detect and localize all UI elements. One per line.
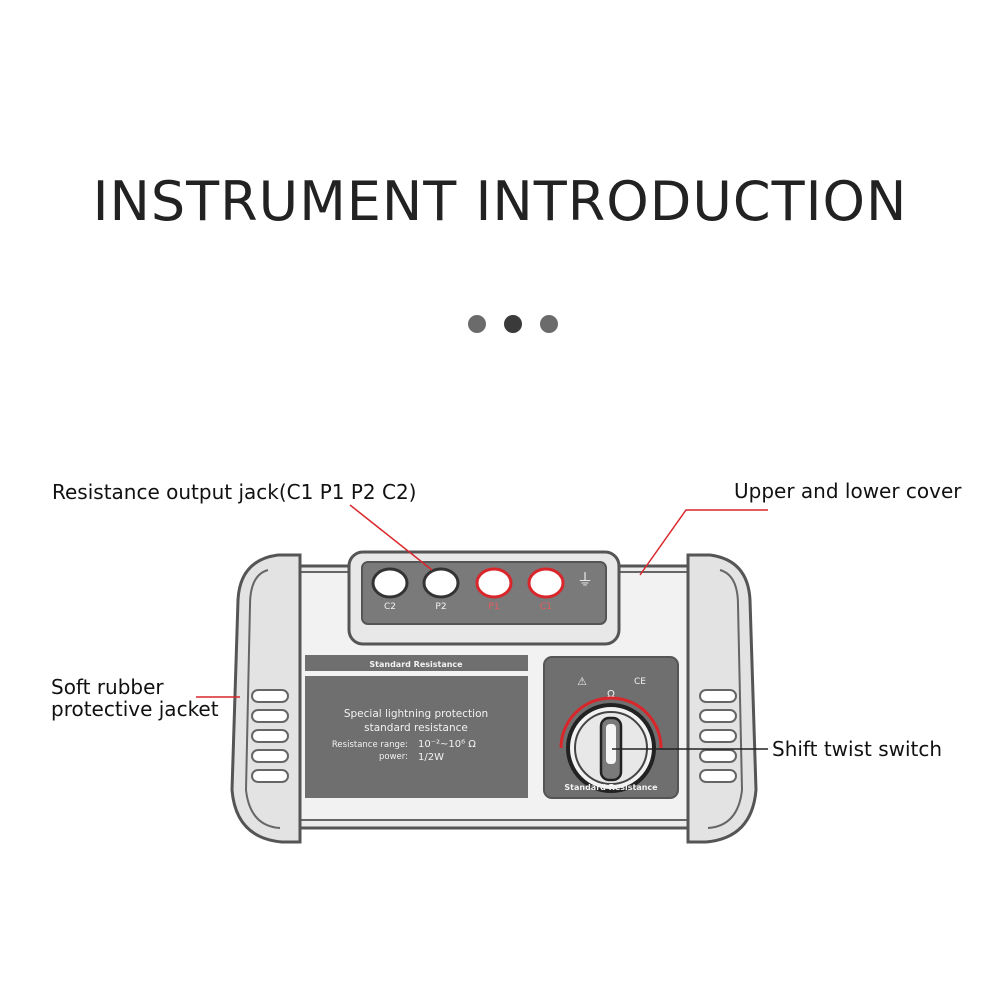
label-bar: [305, 655, 528, 671]
warning-icon: ⚠: [577, 675, 587, 688]
callout-cover: Upper and lower cover: [734, 479, 962, 503]
dial-label: Standard Resistance: [564, 783, 658, 792]
power-value: 1/2W: [418, 752, 444, 763]
dot-2[interactable]: [504, 315, 522, 333]
jack-label-p2: P2: [435, 602, 446, 612]
jack-p2[interactable]: P2: [422, 567, 460, 612]
callout-switch: Shift twist switch: [772, 737, 943, 761]
left-rubber-jacket: [230, 553, 302, 844]
ground-icon: ⏚: [577, 570, 593, 589]
jack-p1[interactable]: P1: [475, 567, 513, 612]
leader-output-jack: [349, 504, 433, 571]
callout-jacket-line1: Soft rubber: [51, 675, 164, 699]
ohm-icon: Ω: [607, 689, 615, 700]
jack-c2[interactable]: C2: [371, 567, 409, 612]
shift-twist-switch[interactable]: [559, 696, 663, 793]
callout-jacket-line2: protective jacket: [51, 697, 219, 721]
callout-jacket: Soft rubber protective jacket: [51, 676, 219, 720]
jack-label-p1: P1: [488, 602, 499, 612]
spec-line-2: standard resistance: [364, 722, 468, 734]
power-label: power:: [379, 752, 408, 762]
range-value: 10⁻²~10⁶ Ω: [418, 739, 476, 750]
right-rubber-jacket: [686, 553, 758, 844]
page-title: INSTRUMENT INTRODUCTION: [92, 170, 908, 233]
jack-c1[interactable]: C1: [527, 567, 565, 612]
range-label: Resistance range:: [332, 740, 408, 750]
carousel-dots: [468, 315, 558, 333]
jack-label-c1: C1: [540, 602, 552, 612]
dot-1[interactable]: [468, 315, 486, 333]
label-bar-text: Standard Resistance: [369, 660, 463, 669]
ce-mark: CE: [634, 677, 646, 687]
dot-3[interactable]: [540, 315, 558, 333]
spec-panel: [305, 676, 528, 798]
leader-cover: [639, 509, 768, 576]
spec-line-1: Special lightning protection: [344, 708, 488, 720]
jack-label-c2: C2: [384, 602, 396, 612]
callout-output-jack: Resistance output jack(C1 P1 P2 C2): [52, 480, 417, 504]
